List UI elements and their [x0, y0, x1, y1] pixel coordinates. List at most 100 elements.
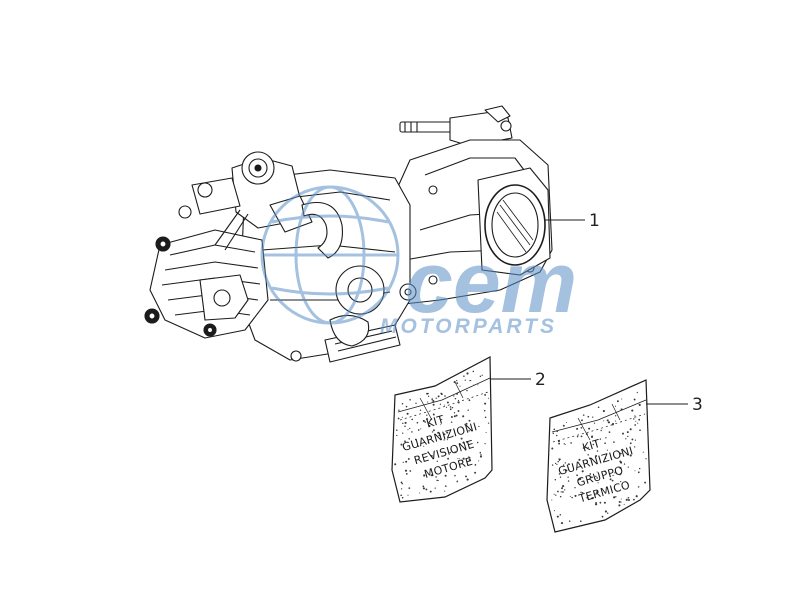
- speckle-dot: [602, 410, 605, 413]
- speckle-dot: [623, 463, 626, 465]
- speckle-dot: [443, 433, 446, 436]
- speckle-dot: [589, 473, 592, 475]
- speckle-dot: [639, 467, 641, 470]
- callout-1[interactable]: 1: [544, 211, 600, 231]
- speckle-dot: [478, 425, 480, 428]
- speckle-dot: [479, 375, 482, 378]
- speckle-dot: [637, 486, 640, 488]
- speckle-dot: [596, 450, 599, 452]
- gasket-kit-overhaul[interactable]: KIT GUARNIZIONI REVISIONE MOTORE: [391, 356, 493, 503]
- speckle-dot: [618, 504, 621, 507]
- speckle-dot: [592, 443, 595, 446]
- speckle-dot: [437, 431, 440, 434]
- speckle-dot: [407, 429, 409, 431]
- speckle-dot: [613, 496, 616, 499]
- speckle-dot: [578, 458, 581, 461]
- speckle-dot: [427, 441, 430, 444]
- speckle-dot: [469, 380, 471, 382]
- speckle-dot: [466, 478, 469, 481]
- speckle-dot: [582, 447, 585, 449]
- speckle-dot: [430, 455, 433, 457]
- speckle-dot: [408, 487, 411, 489]
- speckle-dot: [427, 401, 429, 403]
- speckle-dot: [440, 438, 442, 440]
- speckle-dot: [635, 495, 638, 498]
- speckle-dot: [407, 494, 409, 496]
- speckle-dot: [479, 451, 482, 454]
- speckle-dot: [562, 485, 565, 488]
- speckle-dot: [623, 503, 625, 505]
- speckle-dot: [472, 370, 475, 373]
- speckle-dot: [423, 445, 425, 447]
- speckle-dot: [452, 435, 454, 437]
- speckle-dot: [564, 462, 566, 464]
- speckle-dot: [645, 458, 647, 460]
- speckle-dot: [444, 474, 447, 477]
- speckle-dot: [453, 381, 456, 384]
- speckle-dot: [409, 427, 411, 430]
- speckle-dot: [619, 452, 622, 455]
- speckle-dot: [620, 472, 622, 475]
- speckle-dot: [439, 403, 442, 405]
- speckle-dot: [563, 443, 565, 445]
- speckle-dot: [614, 472, 616, 474]
- speckle-dot: [458, 458, 460, 460]
- speckle-dot: [580, 520, 582, 522]
- speckle-dot: [554, 462, 557, 465]
- speckle-dot: [629, 454, 632, 457]
- speckle-dot: [465, 475, 467, 478]
- cylinder-head: [149, 229, 269, 339]
- speckle-dot: [609, 478, 612, 481]
- speckle-dot: [558, 473, 561, 475]
- speckle-dot: [576, 427, 579, 430]
- callout-3[interactable]: 3: [646, 395, 703, 415]
- speckle-dot: [405, 405, 408, 408]
- speckle-dot: [427, 451, 429, 454]
- speckle-dot: [407, 457, 410, 460]
- speckle-dot: [564, 444, 566, 446]
- speckle-dot: [622, 432, 624, 435]
- speckle-dot: [606, 449, 608, 451]
- speckle-dot: [633, 498, 635, 501]
- gasket-kit-thermal[interactable]: KIT GUARNIZIONI GRUPPO TERMICO: [546, 379, 651, 533]
- callout-2[interactable]: 2: [491, 370, 546, 390]
- speckle-dot: [552, 432, 555, 435]
- speckle-dot: [470, 379, 472, 381]
- speckle-dot: [404, 425, 406, 428]
- speckle-dot: [576, 435, 579, 438]
- speckle-dot: [639, 429, 641, 432]
- speckle-dot: [558, 458, 561, 461]
- kit-bag-outline: [391, 356, 493, 503]
- speckle-dot: [453, 412, 456, 414]
- watermark-sub-text: MOTORPARTS: [380, 315, 557, 338]
- speckle-dot: [590, 476, 593, 479]
- speckle-dot: [401, 496, 404, 499]
- speckle-dot: [621, 398, 623, 400]
- speckle-dot: [557, 490, 559, 493]
- speckle-dot: [634, 439, 636, 441]
- speckle-dot: [400, 443, 403, 446]
- speckle-dot: [409, 470, 412, 472]
- speckle-dot: [436, 460, 438, 462]
- speckle-dot: [567, 480, 570, 482]
- speckle-dot: [456, 481, 458, 483]
- speckle-dot: [422, 419, 425, 422]
- speckle-dot: [464, 423, 467, 426]
- speckle-dot: [428, 424, 431, 428]
- speckle-dot: [604, 470, 606, 473]
- speckle-dot: [484, 443, 486, 445]
- speckle-dot: [453, 395, 455, 397]
- speckle-dot: [487, 422, 490, 424]
- speckle-dot: [580, 426, 583, 429]
- kit-label-line: KIT: [581, 437, 602, 454]
- speckle-dot: [484, 416, 487, 419]
- speckle-dot: [580, 491, 582, 494]
- speckle-dot: [463, 375, 465, 377]
- speckle-dot: [635, 420, 637, 422]
- speckle-dot: [612, 474, 614, 477]
- speckle-dot: [455, 414, 458, 417]
- speckle-dot: [400, 488, 403, 490]
- speckle-dot: [587, 446, 589, 448]
- speckle-dot: [404, 421, 407, 424]
